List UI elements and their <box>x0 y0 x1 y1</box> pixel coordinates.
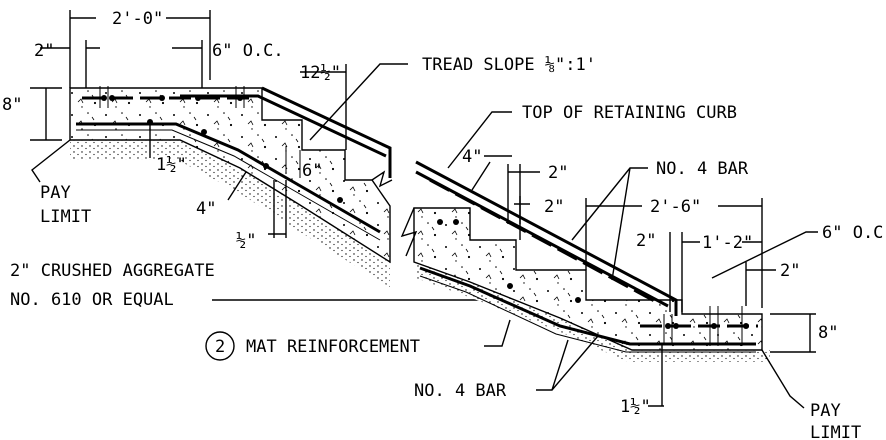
dim-line-4in-left <box>227 171 247 201</box>
dim-line-1half-right <box>648 344 664 407</box>
label-no4bar-top: NO. 4 BAR <box>656 159 749 179</box>
dim-line-2in-left <box>40 40 100 88</box>
label-1half-left: 1½" <box>156 155 187 175</box>
right-lower-rebar <box>419 275 756 353</box>
right-bar-ticks <box>663 306 743 346</box>
left-bar-dots <box>101 95 343 203</box>
label-2in-d: 2" <box>780 261 800 281</box>
label-2ft0in: 2'-0" <box>112 9 163 29</box>
left-bar-ticks <box>99 86 301 178</box>
label-top-of-curb: TOP OF RETAINING CURB <box>522 103 737 123</box>
dim-line-2in-b <box>514 196 530 240</box>
label-1half-right: 1½" <box>620 397 651 417</box>
label-2in-left: 2" <box>34 41 54 61</box>
label-tread-slope: TREAD SLOPE ⅛":1' <box>422 55 596 75</box>
dim-line-2in-d <box>745 262 776 306</box>
leader-tread-slope <box>309 63 408 141</box>
leader-mat-reinforcement <box>484 319 511 347</box>
dim-line-4in-right <box>471 155 512 191</box>
right-section: TOP OF RETAINING CURB 4" 2" NO. 4 BAR 2"… <box>205 103 886 440</box>
label-aggregate-1: 2" CRUSHED AGGREGATE <box>10 261 215 281</box>
dim-line-8in-right <box>770 313 816 353</box>
left-bottom-rebar <box>76 122 381 234</box>
label-6in-oc-right: 6" O.C. <box>822 223 886 243</box>
dim-line-2ft0in <box>69 10 211 88</box>
dim-line-8in-left <box>30 87 62 141</box>
label-half-in: ½" <box>236 231 256 251</box>
left-curb-line-outer <box>261 86 392 178</box>
leader-pay-limit-right <box>761 349 805 409</box>
label-6in: 6" <box>302 161 322 181</box>
label-4in-right: 4" <box>462 147 482 167</box>
left-section: 2'-0" 2" 6" O.C. 12½" TREAD SLOPE ⅛":1' … <box>2 9 596 310</box>
dim-line-12half <box>300 64 347 150</box>
label-pay-right-1: PAY <box>810 401 841 421</box>
label-pay-right-2: LIMIT <box>810 423 861 440</box>
dim-line-2in-c <box>669 232 683 312</box>
label-1ft2in: 1'-2" <box>702 233 753 253</box>
left-break-line <box>371 170 393 188</box>
dim-line-half-in <box>268 180 287 238</box>
right-curb-dashes <box>429 178 661 306</box>
mat-number-circle <box>205 331 235 361</box>
left-aggregate-base <box>70 140 390 287</box>
label-pay-left-1: PAY <box>40 183 71 203</box>
label-2in-a: 2" <box>548 163 568 183</box>
left-curb-line-inner <box>180 94 387 158</box>
label-8in-right: 8" <box>818 323 838 343</box>
right-break-line <box>400 207 418 257</box>
label-2in-b: 2" <box>544 197 564 217</box>
dim-line-6in-oc-left <box>172 40 203 88</box>
label-no4bar-bottom: NO. 4 BAR <box>414 381 507 401</box>
right-bar-dots <box>437 219 749 329</box>
label-8in-left: 8" <box>2 95 22 115</box>
label-4in-left: 4" <box>196 199 216 219</box>
left-lower-rebar <box>76 129 381 241</box>
label-aggregate-2: NO. 610 OR EQUAL <box>10 290 174 310</box>
right-curb-line-outer <box>415 160 678 316</box>
leader-pay-limit-left <box>31 139 71 183</box>
label-12half: 12½" <box>300 63 341 83</box>
leader-top-of-curb <box>447 111 512 169</box>
label-2in-c: 2" <box>636 231 656 251</box>
label-6in-oc-left: 6" O.C. <box>212 41 284 61</box>
label-mat-reinforcement: MAT REINFORCEMENT <box>246 337 420 357</box>
dim-line-2ft6in <box>585 198 763 308</box>
leader-no4bar-top <box>571 167 648 281</box>
leader-6in-oc-right <box>711 231 818 279</box>
leader-no4bar-bottom <box>536 335 599 391</box>
label-pay-left-2: LIMIT <box>40 207 91 227</box>
label-2ft6in: 2'-6" <box>650 197 701 217</box>
label-mat-number: 2 <box>215 337 225 357</box>
